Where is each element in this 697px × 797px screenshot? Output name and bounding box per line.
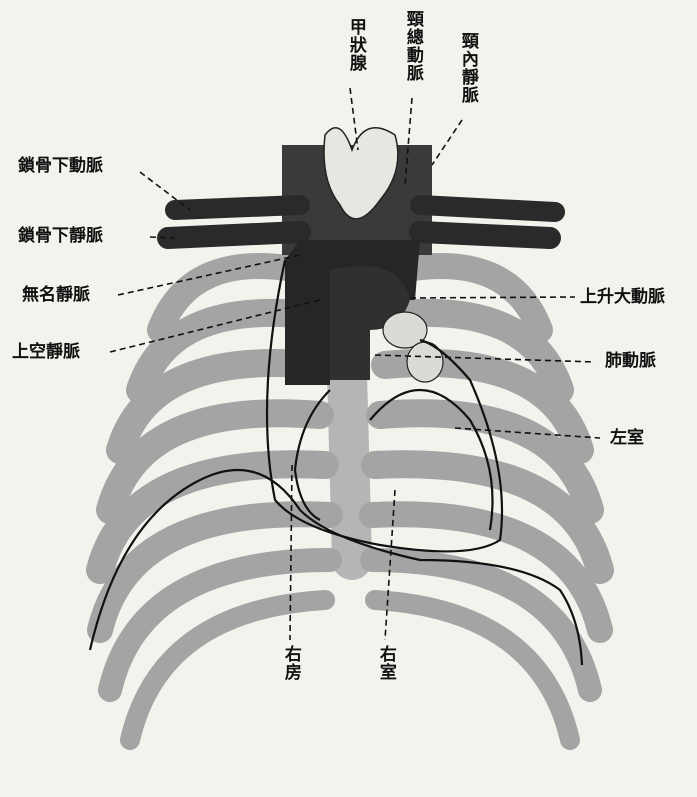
label-ascending-aorta: 上升大動脈 xyxy=(580,289,665,306)
label-innominate-vein: 無名靜脈 xyxy=(22,287,90,304)
label-internal-jugular: 頸內靜脈 xyxy=(458,32,476,104)
label-subclavian-vein: 鎖骨下靜脈 xyxy=(18,228,103,245)
label-right-atrium: 右房 xyxy=(281,645,299,681)
label-superior-vena-cava: 上空靜脈 xyxy=(12,344,80,361)
label-subclavian-artery: 鎖骨下動脈 xyxy=(18,158,103,175)
label-common-carotid: 頸總動脈 xyxy=(403,10,421,82)
label-pulmonary-artery: 肺動脈 xyxy=(605,353,656,370)
label-left-ventricle: 左室 xyxy=(610,430,644,447)
label-right-ventricle: 右室 xyxy=(376,645,394,681)
label-thyroid: 甲狀腺 xyxy=(346,18,364,72)
